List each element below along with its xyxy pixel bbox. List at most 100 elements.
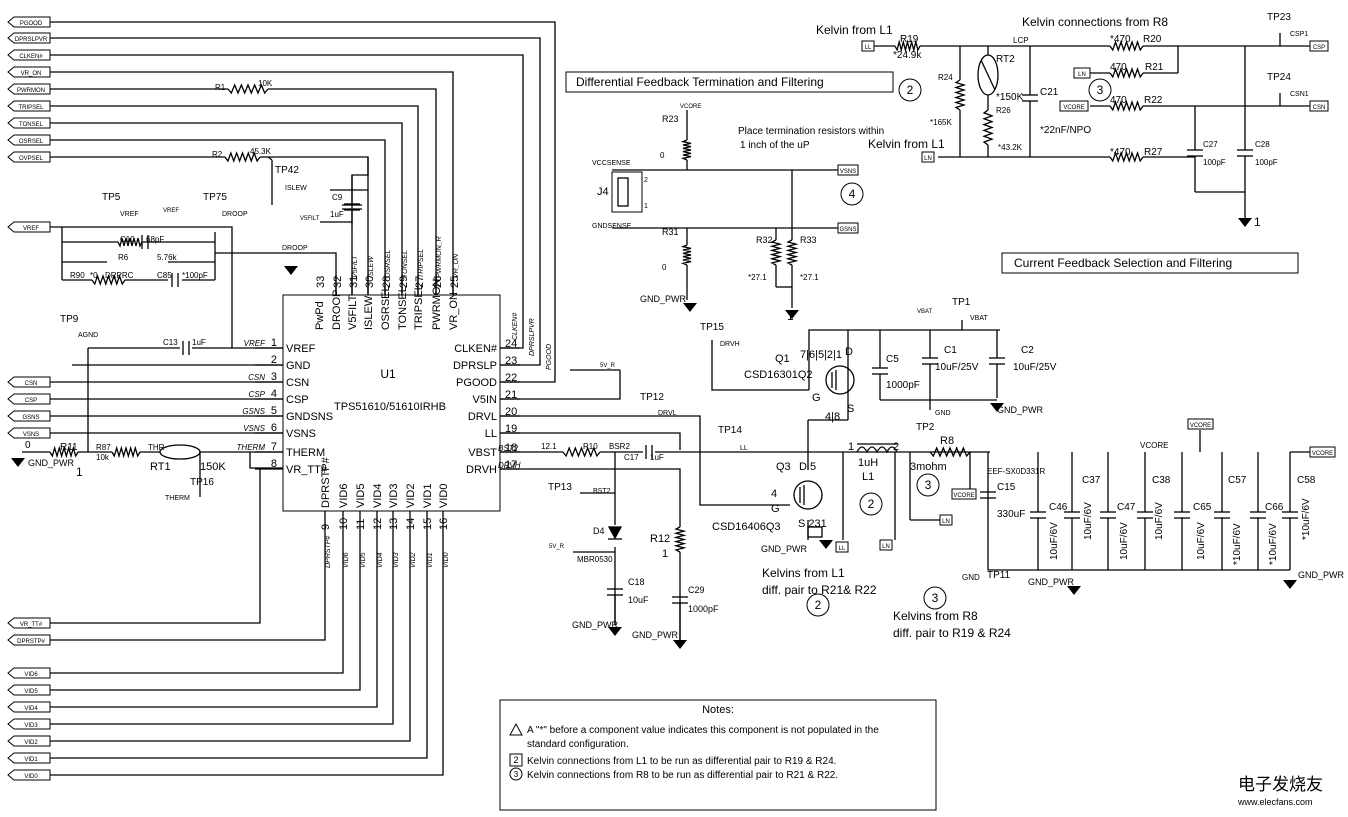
cap-value: 10uF/6V [1154, 502, 1165, 540]
port-osrsel: OSRSEL [7, 134, 51, 146]
label: 4|8 [825, 411, 840, 423]
label: GND_PWR [640, 294, 687, 304]
label: ISLEW [285, 185, 307, 192]
ic-pin-name: VID1 [422, 484, 434, 508]
magnetics [159, 54, 999, 540]
label: 0 [662, 263, 667, 272]
port-label: VID0 [24, 774, 38, 780]
label: *43.2K [998, 143, 1023, 152]
label: C38 [1152, 475, 1171, 486]
ic-pin-name: CLKEN# [454, 343, 498, 355]
net-label: CLKEN# [512, 313, 519, 340]
label: 1 [76, 465, 83, 479]
label: 100pF [1203, 158, 1226, 167]
label: 0 [25, 440, 31, 451]
port-tripsel: TRIPSEL [7, 100, 51, 112]
ic-pin-name: VREF [286, 343, 316, 355]
left-port-group: PGOODDPRSLPVRCLKEN#VR_ONPWRMONTRIPSELTON… [7, 16, 51, 781]
capacitors [141, 94, 1298, 640]
port-vid4: VID4 [7, 701, 51, 713]
label: 1000pF [688, 604, 719, 614]
note-number: 2 [513, 755, 518, 765]
port-label: PGOOD [20, 21, 43, 27]
ic-ref: U1 [380, 367, 396, 381]
kelvin-label: Kelvin from L1 [868, 137, 945, 151]
port-vid6: VID6 [7, 667, 51, 679]
note-line: standard configuration. [527, 739, 629, 750]
kelvin-note: Kelvins from L1 [762, 566, 845, 580]
label: GND_PWR [997, 405, 1044, 415]
label: 10uF/25V [1013, 362, 1057, 373]
label: TP75 [203, 192, 227, 203]
net-label: VID0 [443, 552, 450, 568]
ic-pin-name: PGOOD [456, 377, 497, 389]
label: R27 [1144, 147, 1163, 158]
label: TP42 [275, 165, 299, 176]
ic-pin-number: 14 [405, 518, 417, 530]
label: 10k [96, 453, 110, 462]
ic-pin-number: 12 [372, 518, 384, 530]
callout: 4 [849, 187, 856, 201]
label: 1 [787, 309, 794, 323]
ic-pin-name: THERM [286, 447, 325, 459]
port-label: OSRSEL [19, 139, 44, 145]
mosfets [793, 365, 855, 538]
label: 4 [771, 488, 777, 500]
ic-pin-name: VID2 [405, 484, 417, 508]
port-vid0: VID0 [7, 769, 51, 781]
ic-pin-name: DRVH [466, 464, 497, 476]
label: R19 [900, 34, 919, 45]
net-box: VCORE [1190, 423, 1211, 429]
label: 150K [200, 461, 226, 473]
ic-pin-number: 4 [271, 388, 277, 400]
ic-pin-number: 22 [505, 372, 517, 384]
port-label: DPRSTP# [17, 639, 45, 645]
label: C66 [1265, 502, 1284, 513]
net-box: LL [839, 546, 846, 552]
port-vref: VREF [7, 221, 51, 233]
label: R33 [800, 235, 817, 245]
port-label: VREF [23, 226, 39, 232]
ic-pin-number: 3 [271, 371, 277, 383]
label: VREF [163, 208, 179, 214]
label: R23 [662, 114, 679, 124]
cap-value: *10uF/6V [1232, 523, 1243, 565]
ic-pin-number: 31 [348, 276, 360, 288]
ic-pin-name: V5IN [473, 394, 498, 406]
note-line: Kelvin connections from R8 to be run as … [527, 770, 838, 781]
label: TP9 [60, 314, 79, 325]
label: 5.76k [157, 253, 178, 262]
port-vr-tt-: VR_TT# [7, 617, 51, 629]
label: 45.3K [250, 147, 272, 156]
net-box: CSP [1313, 45, 1325, 51]
label: 1000pF [886, 380, 920, 391]
label: C2 [1021, 345, 1034, 356]
callout: 3 [925, 478, 932, 492]
label: 1uF [192, 338, 206, 347]
net-label: CSP [249, 390, 266, 399]
label: VCORE [680, 104, 701, 110]
ic-pin-number: 13 [388, 518, 400, 530]
label: 1uF [330, 210, 344, 219]
connector-j4 [617, 177, 629, 207]
label: C57 [1228, 475, 1247, 486]
label: S [847, 403, 854, 415]
label: C9 [332, 193, 343, 202]
callout: 3 [932, 591, 939, 605]
net-label: DPRSTP# [325, 536, 332, 568]
ic-pin-name: PWRMON [431, 279, 443, 330]
callout: 2 [815, 598, 822, 612]
label: AGND [78, 332, 98, 339]
label: GNDSENSE [592, 223, 632, 230]
label: DRVL [658, 410, 677, 417]
port-clken-: CLKEN# [7, 49, 51, 61]
label: 1 [848, 441, 854, 453]
label: 10uF [628, 595, 649, 605]
label: DRPRC [105, 271, 134, 280]
ic-pin-name: VBST [468, 447, 497, 459]
label: VCCSENSE [592, 160, 631, 167]
label: D 5 [799, 461, 816, 473]
net-label: GSNS [242, 407, 265, 416]
label: *100pF [182, 271, 208, 280]
ic-pin-number: 16 [438, 518, 450, 530]
